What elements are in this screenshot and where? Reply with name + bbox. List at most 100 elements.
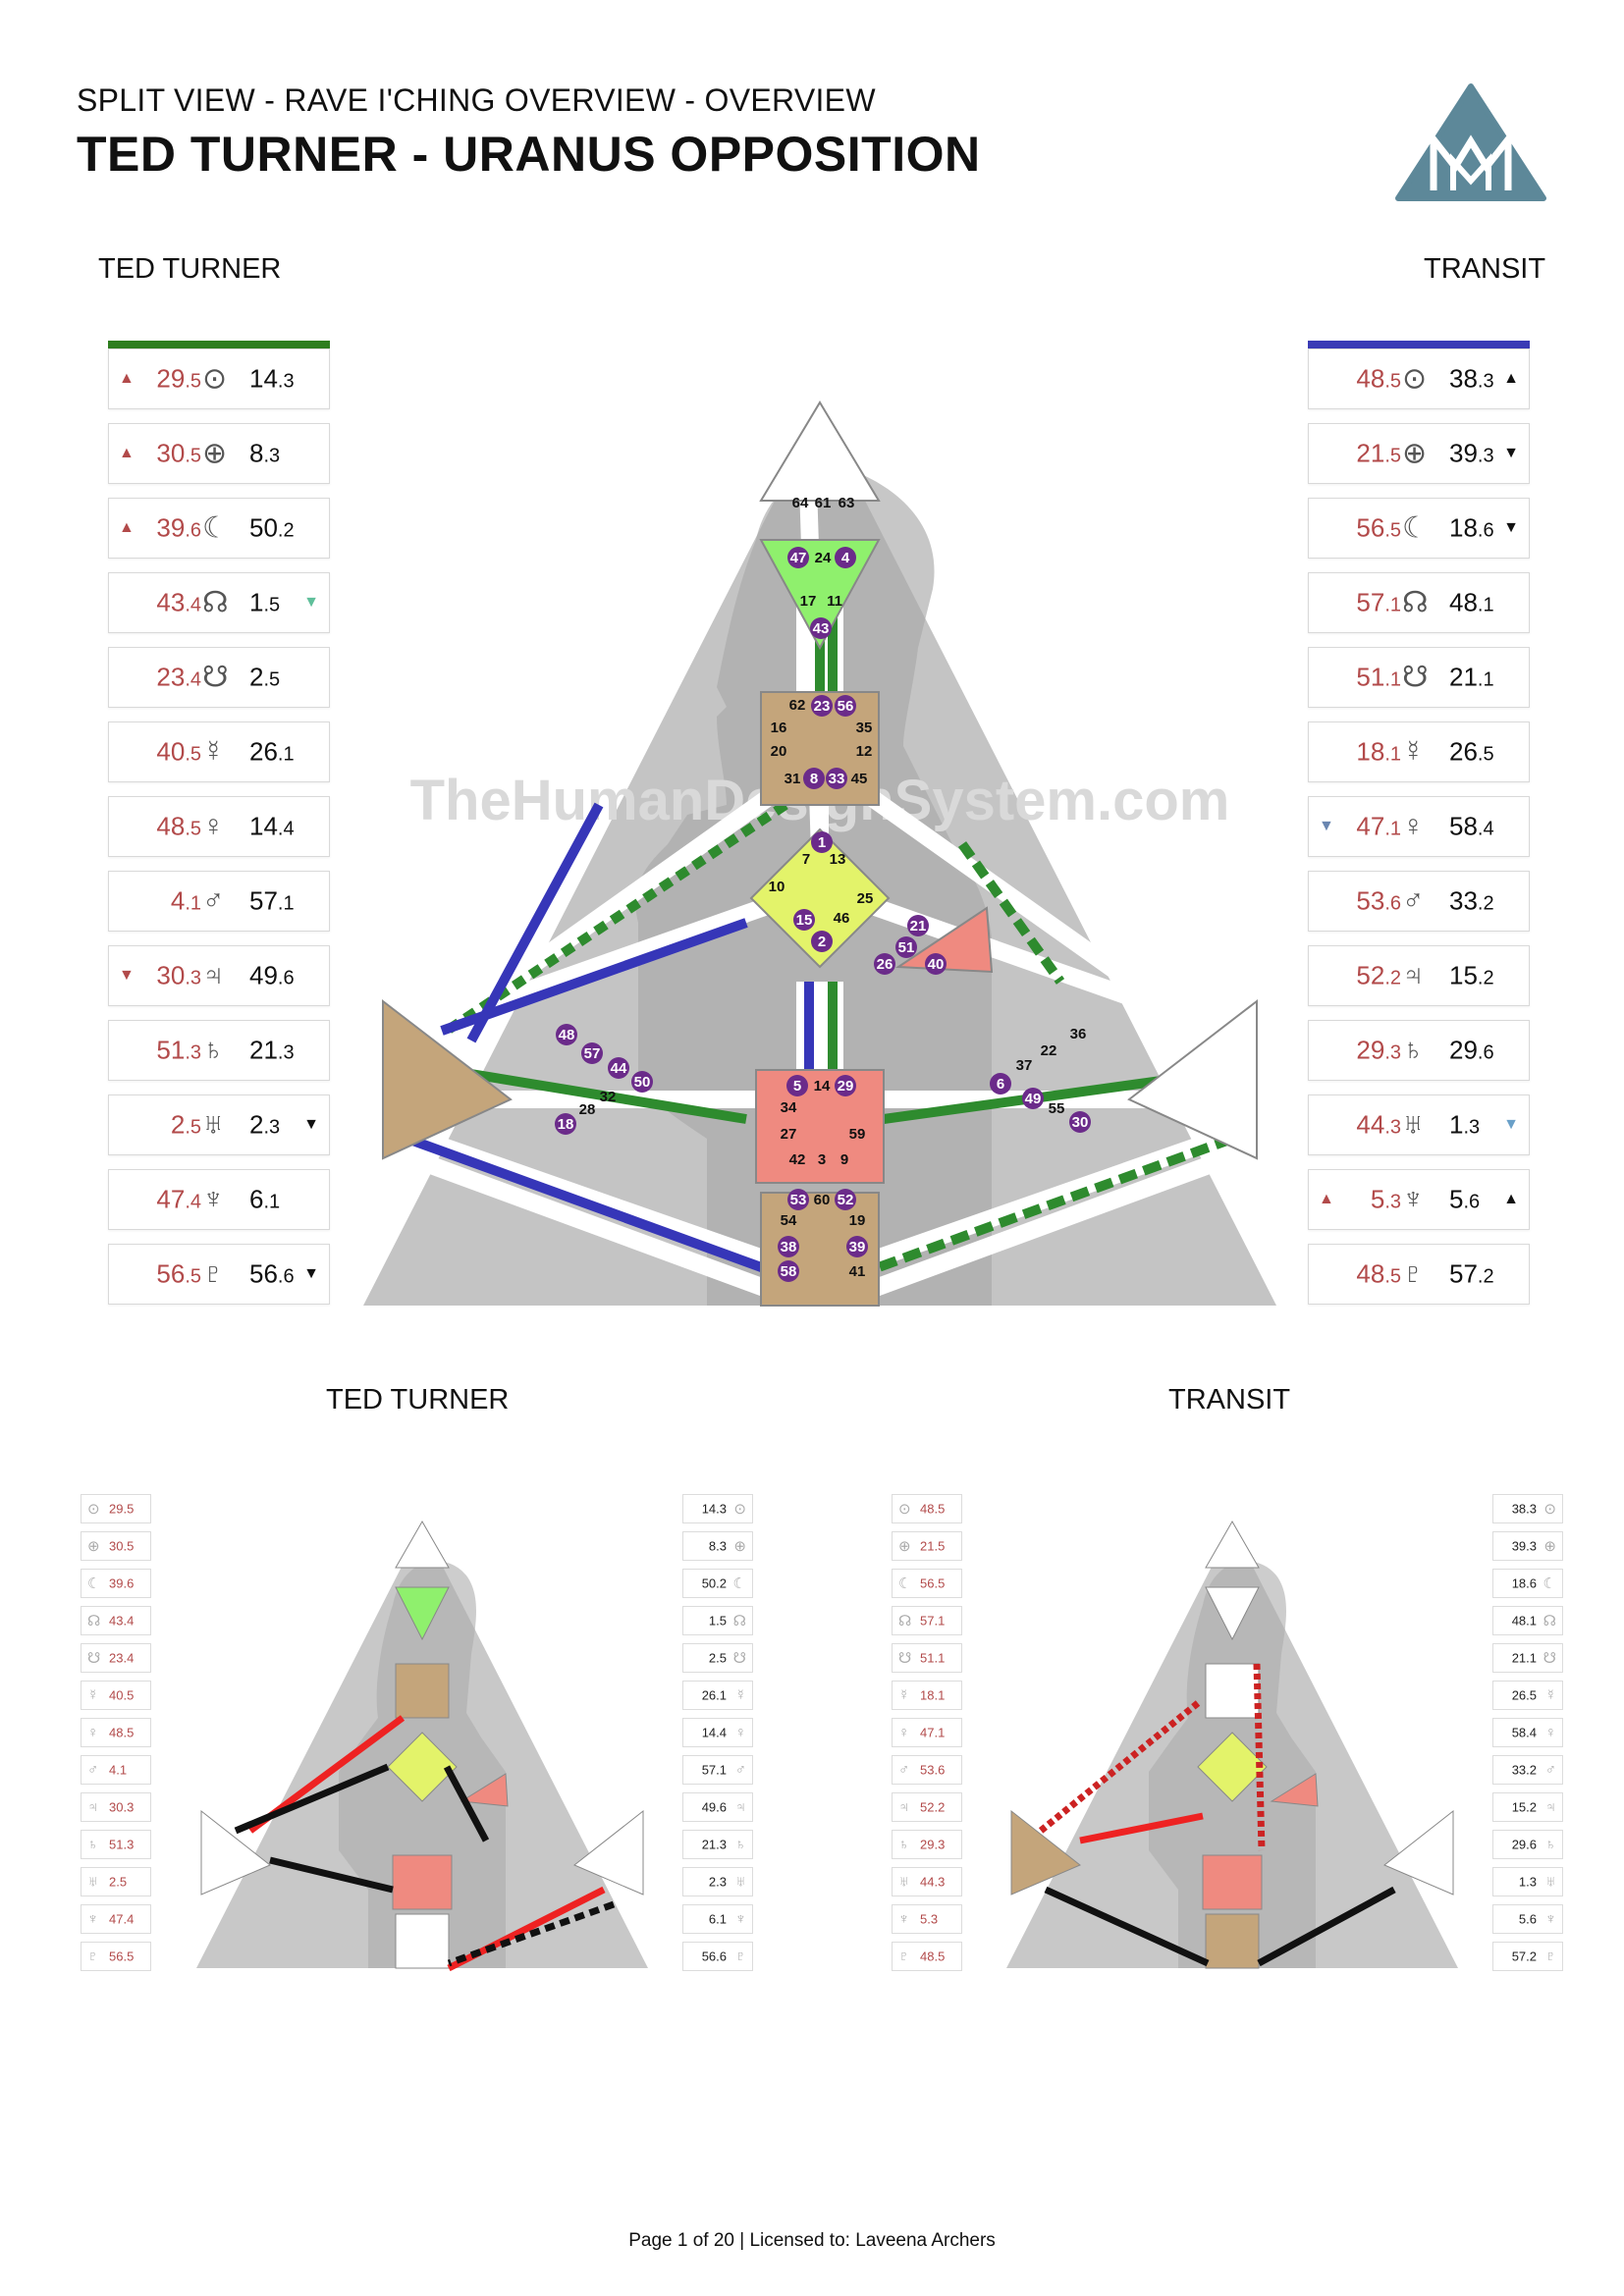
mini-planet-row: 56.6♇	[682, 1942, 753, 1971]
personality-value: 33.2	[1449, 885, 1494, 916]
mars-icon: ♂	[1544, 1761, 1556, 1779]
planet-row: ▲39.6☾50.2	[108, 498, 330, 559]
personality-value: 1.3	[1518, 1874, 1537, 1890]
personality-value: 2.5	[708, 1650, 727, 1666]
mini-planet-row: 33.2♂	[1492, 1755, 1563, 1785]
planet-row: 4.1♂57.1	[108, 871, 330, 932]
mini-planet-row: 21.1☋	[1492, 1643, 1563, 1673]
svg-text:24: 24	[815, 550, 832, 566]
planet-row: 56.5♇56.6▼	[108, 1244, 330, 1305]
design-value: 48.5	[920, 1949, 946, 1964]
svg-text:31: 31	[785, 771, 801, 787]
personality-value: 57.1	[701, 1762, 727, 1778]
venus-icon: ♀	[202, 810, 225, 842]
pluto-icon: ♇	[202, 1257, 225, 1290]
mars-icon: ♂	[898, 1761, 910, 1779]
mini-planet-row: 21.3♄	[682, 1830, 753, 1859]
design-value: 18.1	[920, 1687, 946, 1703]
svg-text:22: 22	[1041, 1042, 1057, 1059]
mini-planet-row: 26.5☿	[1492, 1681, 1563, 1710]
planet-row: 56.5☾18.6▼	[1308, 498, 1530, 559]
design-value: 51.1	[1356, 662, 1401, 692]
activation-arrow-icon: ▼	[303, 1265, 319, 1282]
design-value: 39.6	[109, 1575, 135, 1591]
venus-icon: ♀	[1402, 810, 1425, 842]
neptune-icon: ♆	[898, 1910, 910, 1928]
design-value: 53.6	[1356, 885, 1401, 916]
moon-icon: ☾	[202, 511, 229, 545]
saturn-icon: ♄	[734, 1836, 746, 1853]
design-value: 44.3	[1356, 1109, 1401, 1140]
moon-icon: ☾	[898, 1575, 912, 1592]
personality-value: 57.1	[249, 885, 295, 916]
venus-icon: ♀	[1544, 1724, 1556, 1741]
mini-planet-row: 1.3♅	[1492, 1867, 1563, 1896]
moon-icon: ☾	[1402, 511, 1429, 545]
uranus-icon: ♅	[87, 1873, 99, 1891]
activation-arrow-icon: ▼	[1503, 1116, 1519, 1133]
design-value: 56.5	[156, 1258, 201, 1289]
svg-text:42: 42	[789, 1151, 806, 1168]
svg-text:35: 35	[856, 720, 873, 736]
activation-arrow-icon: ▼	[1319, 818, 1334, 834]
personality-value: 5.6	[1518, 1911, 1537, 1927]
mini-planet-row: 57.2♇	[1492, 1942, 1563, 1971]
svg-text:23: 23	[814, 698, 831, 715]
personality-value: 21.1	[1449, 662, 1494, 692]
svg-text:19: 19	[849, 1212, 866, 1229]
mercury-icon: ☿	[898, 1686, 910, 1704]
sun-icon: ⊙	[898, 1501, 911, 1518]
pluto-icon: ♇	[87, 1948, 99, 1965]
mini-planet-row: 5.3♆	[892, 1904, 962, 1934]
personality-value: 38.3	[1449, 363, 1494, 394]
uranus-icon: ♅	[898, 1873, 910, 1891]
mini-planet-row: 39.6 ☾	[81, 1569, 151, 1598]
planet-row: 2.5♅2.3▼	[108, 1095, 330, 1155]
design-value: 30.5	[109, 1538, 135, 1554]
design-value: 51.3	[156, 1035, 201, 1065]
design-value: 56.5	[109, 1949, 135, 1964]
mini-planet-row: 2.5☋	[682, 1643, 753, 1673]
svg-text:1: 1	[818, 834, 826, 851]
design-value: 30.3	[109, 1799, 135, 1815]
svg-text:55: 55	[1049, 1100, 1065, 1117]
south-node-icon: ☋	[1402, 661, 1429, 694]
svg-text:32: 32	[600, 1089, 617, 1105]
design-value: 51.3	[109, 1837, 135, 1852]
mini-planet-row: 56.5 ♇	[81, 1942, 151, 1971]
activation-arrow-icon: ▼	[1503, 519, 1519, 536]
south-node-icon: ☋	[898, 1650, 912, 1667]
venus-icon: ♀	[898, 1724, 910, 1741]
personality-value: 56.6	[701, 1949, 727, 1964]
svg-text:27: 27	[781, 1126, 797, 1143]
design-value: 48.5	[156, 811, 201, 841]
jupiter-icon: ♃	[87, 1798, 99, 1816]
left-panel-label: TED TURNER	[98, 253, 282, 285]
svg-text:52: 52	[838, 1192, 854, 1208]
design-value: 48.5	[920, 1501, 946, 1517]
activation-arrow-icon: ▼	[1503, 445, 1519, 461]
personality-value: 5.6	[1449, 1184, 1481, 1214]
mini-planet-row: 44.3♅	[892, 1867, 962, 1896]
mini-planet-row: 52.2♃	[892, 1792, 962, 1822]
mini-planet-row: 51.3♄	[81, 1830, 151, 1859]
mini-planet-row: 49.6♃	[682, 1792, 753, 1822]
personality-color-bar	[108, 341, 330, 348]
activation-arrow-icon: ▲	[1503, 370, 1519, 387]
personality-value: 1.3	[1449, 1109, 1481, 1140]
saturn-icon: ♄	[1544, 1836, 1556, 1853]
svg-text:61: 61	[815, 495, 832, 511]
design-value: 29.3	[920, 1837, 946, 1852]
mini-planet-row: 58.4♀	[1492, 1718, 1563, 1747]
design-value: 47.1	[920, 1725, 946, 1740]
uranus-icon: ♅	[1402, 1108, 1425, 1141]
design-value: 51.1	[920, 1650, 946, 1666]
design-value: 29.5	[156, 363, 201, 394]
mars-icon: ♂	[87, 1761, 99, 1779]
personality-value: 29.6	[1511, 1837, 1537, 1852]
saturn-icon: ♄	[898, 1836, 910, 1853]
activation-arrow-icon: ▼	[303, 1116, 319, 1133]
mini-planet-row: 1.5☊	[682, 1606, 753, 1635]
moon-icon: ☾	[87, 1575, 101, 1592]
personality-value: 2.5	[249, 662, 281, 692]
